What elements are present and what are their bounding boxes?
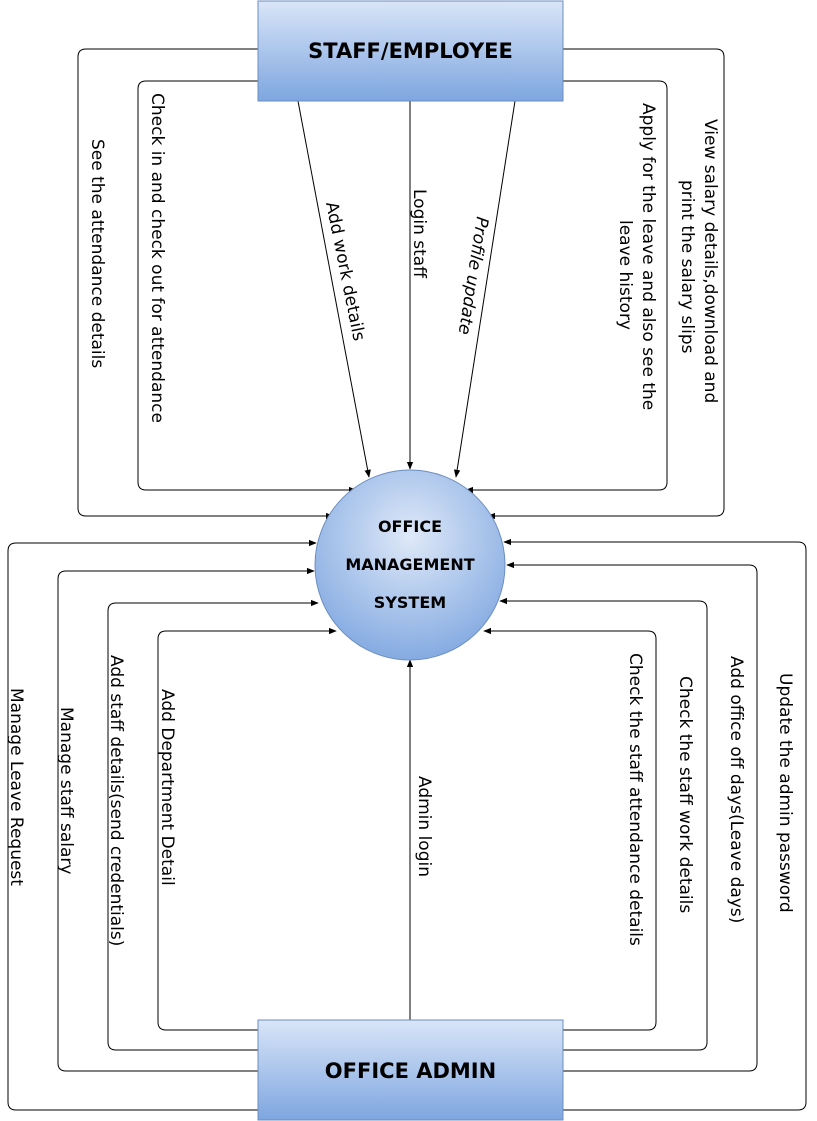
flow-add-work — [297, 100, 371, 478]
flow-manage-leave — [7, 539, 317, 1111]
flow-check-attendance — [483, 627, 657, 1031]
staff-entity-label: STAFF/EMPLOYEE — [308, 39, 513, 63]
label-admin-login: Admin login — [414, 776, 434, 877]
flow-view-salary — [487, 48, 725, 520]
process-label-line2: MANAGEMENT — [345, 555, 474, 574]
label-login-staff: Login staff — [409, 189, 429, 279]
staff-flow-lines — [77, 48, 725, 520]
flow-see-attendance — [77, 48, 334, 520]
admin-flow-labels: Manage Leave Request Manage staff salary… — [6, 653, 795, 946]
admin-flow-lines — [7, 538, 807, 1111]
flow-add-department — [157, 627, 337, 1031]
flow-check-in-out — [137, 80, 357, 494]
label-add-department: Add Department Detail — [157, 689, 177, 886]
label-check-work: Check the staff work details — [675, 676, 695, 913]
admin-entity-label: OFFICE ADMIN — [325, 1059, 496, 1083]
flow-manage-salary — [57, 567, 315, 1072]
flow-check-work — [499, 597, 708, 1051]
label-add-work: Add work details — [321, 200, 369, 343]
flow-apply-leave — [465, 80, 668, 494]
staff-entity: STAFF/EMPLOYEE — [257, 0, 564, 102]
admin-entity: OFFICE ADMIN — [257, 1019, 564, 1121]
label-manage-leave: Manage Leave Request — [6, 688, 26, 886]
label-update-password: Update the admin password — [775, 673, 795, 913]
label-add-off-days: Add office off days(Leave days) — [726, 656, 746, 923]
label-profile-update: Profile update — [454, 215, 492, 336]
flow-add-staff — [107, 599, 319, 1051]
flow-add-off-days — [506, 561, 758, 1072]
staff-flow-labels: See the attendance details Check in and … — [87, 93, 720, 423]
label-view-salary-2: print the salary slips — [677, 180, 697, 354]
label-apply-leave-2: leave history — [615, 220, 635, 330]
label-check-in-out: Check in and check out for attendance — [147, 93, 167, 423]
flow-update-password — [503, 538, 807, 1111]
process-label-line1: OFFICE — [378, 517, 442, 536]
label-add-staff: Add staff details(send credentials) — [106, 655, 126, 946]
flow-profile-update — [453, 100, 516, 478]
label-see-attendance: See the attendance details — [87, 139, 107, 368]
label-view-salary-1: View salary details,download and — [700, 119, 720, 403]
label-manage-salary: Manage staff salary — [56, 707, 76, 874]
label-check-attendance: Check the staff attendance details — [625, 653, 645, 946]
process-label-line3: SYSTEM — [374, 593, 446, 612]
office-management-system-process: OFFICE MANAGEMENT SYSTEM — [314, 469, 506, 661]
label-apply-leave-1: Apply for the leave and also see the — [638, 103, 658, 410]
